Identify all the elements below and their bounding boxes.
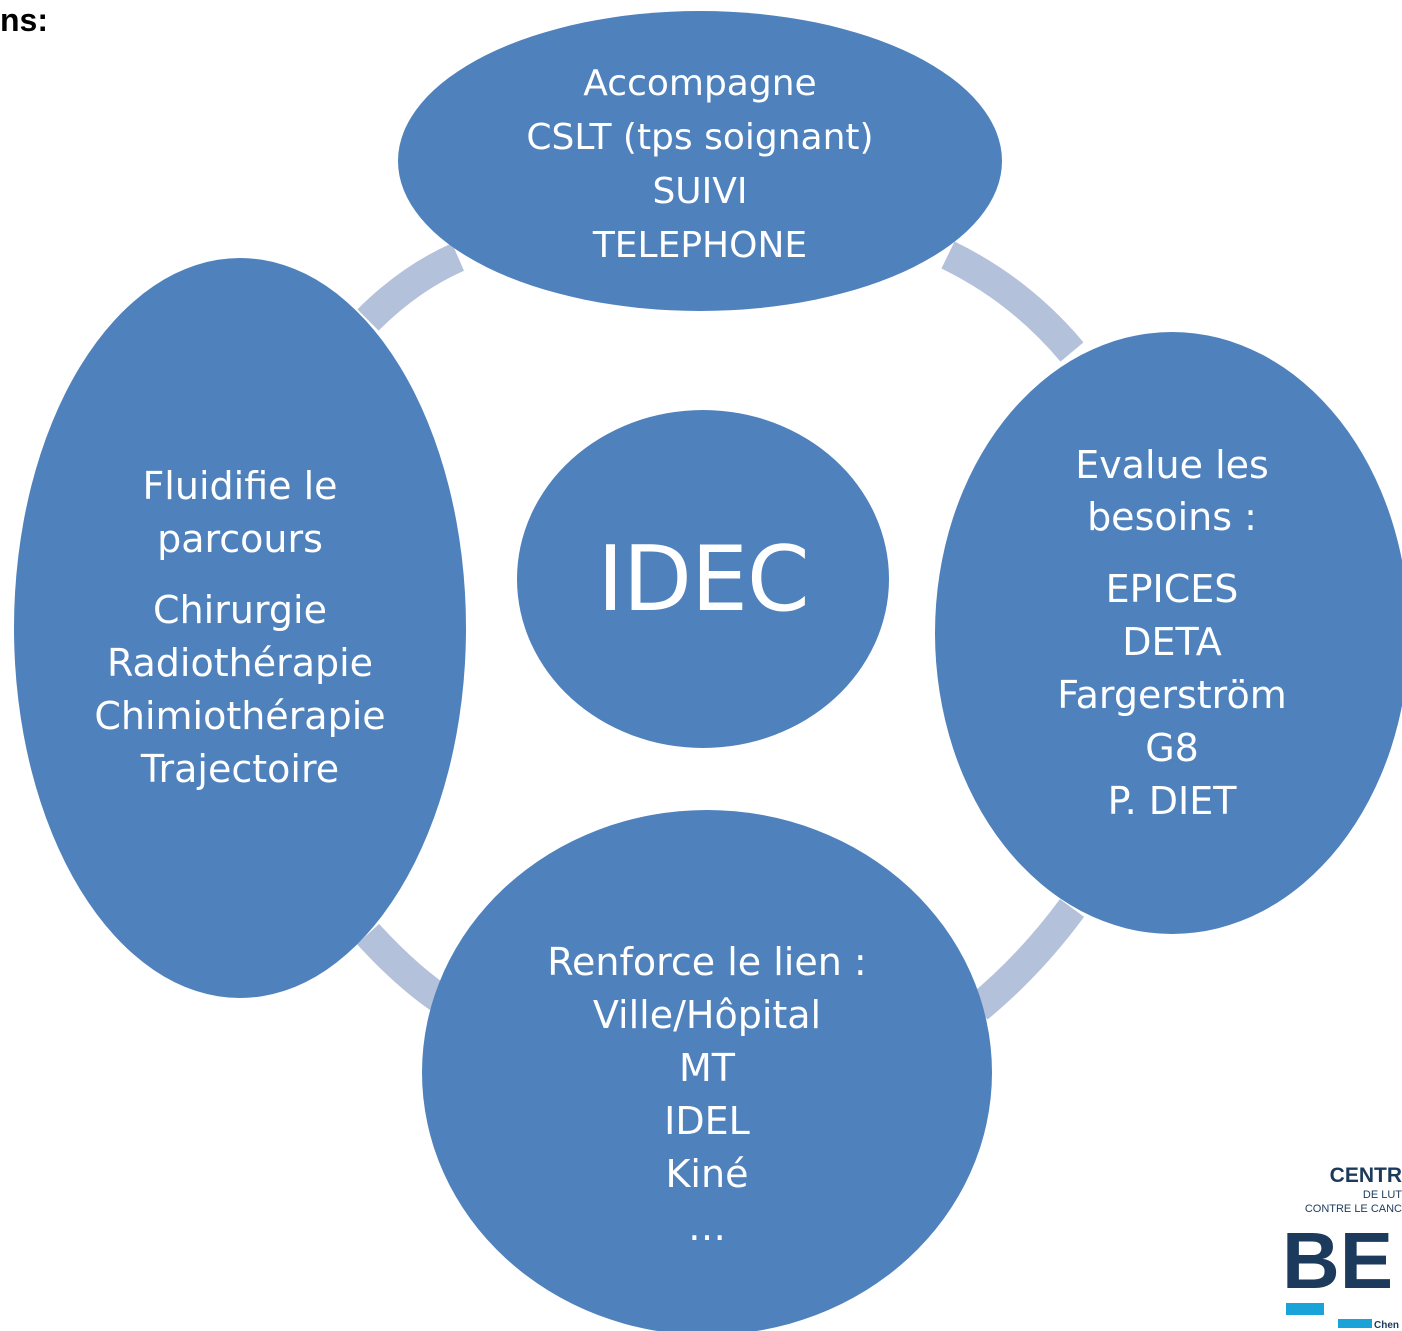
- node-left-heading: parcours: [157, 517, 323, 561]
- node-renforce-lien: Renforce le lien : Ville/Hôpital MT IDEL…: [422, 810, 992, 1331]
- node-bottom-line: …: [688, 1205, 726, 1249]
- node-bottom-line: IDEL: [664, 1099, 750, 1143]
- node-fluidifie-parcours: Fluidifie le parcours Chirurgie Radiothé…: [14, 258, 466, 998]
- center-label: IDEC: [597, 526, 810, 632]
- logo-accent-bar-small: [1338, 1319, 1372, 1328]
- node-left-item: Chirurgie: [153, 588, 327, 632]
- node-top-line: TELEPHONE: [592, 225, 808, 266]
- node-bottom-line: Kiné: [665, 1152, 749, 1196]
- connector-top-left: [357, 243, 465, 331]
- node-accompagne: Accompagne CSLT (tps soignant) SUIVI TEL…: [398, 11, 1002, 311]
- node-top-line: Accompagne: [583, 63, 817, 104]
- node-right-item: EPICES: [1105, 566, 1239, 611]
- logo-line-centre: CENTR: [1330, 1164, 1402, 1187]
- logo-line-de-lutte: DE LUT: [1363, 1189, 1402, 1201]
- connector-right-bottom: [968, 899, 1085, 1020]
- node-right-heading: Evalue les: [1075, 442, 1269, 487]
- node-right-item: P. DIET: [1107, 778, 1237, 823]
- slide-title-fragment: ns:: [0, 2, 48, 38]
- logo-graphic: CENTR DE LUT CONTRE LE CANC BE Chen: [1282, 1164, 1402, 1331]
- institution-logo: CENTR DE LUT CONTRE LE CANC BE Chen: [1282, 1160, 1402, 1331]
- logo-accent-bar: [1286, 1303, 1324, 1315]
- logo-tagline: Chen: [1374, 1320, 1399, 1331]
- logo-line-contre: CONTRE LE CANC: [1305, 1203, 1402, 1215]
- node-left-item: Radiothérapie: [106, 641, 374, 685]
- node-left-item: Chimiothérapie: [94, 694, 386, 738]
- node-center-idec: IDEC: [517, 410, 889, 748]
- node-right-item: Fargerström: [1057, 672, 1287, 717]
- node-bottom-line: MT: [679, 1046, 735, 1090]
- connector-top-right: [941, 241, 1084, 362]
- node-bottom-line: Renforce le lien :: [547, 940, 867, 984]
- node-bottom-line: Ville/Hôpital: [592, 993, 822, 1037]
- node-left-heading: Fluidifie le: [142, 464, 338, 508]
- node-left-item: Trajectoire: [140, 747, 340, 791]
- node-right-item: DETA: [1122, 619, 1222, 664]
- node-right-item: G8: [1145, 725, 1199, 770]
- logo-letters: BE: [1282, 1216, 1393, 1305]
- node-top-line: CSLT (tps soignant): [526, 117, 874, 158]
- node-top-line: SUIVI: [652, 171, 748, 212]
- node-evalue-besoins: Evalue les besoins : EPICES DETA Fargers…: [935, 332, 1402, 934]
- node-right-heading: besoins :: [1087, 494, 1257, 539]
